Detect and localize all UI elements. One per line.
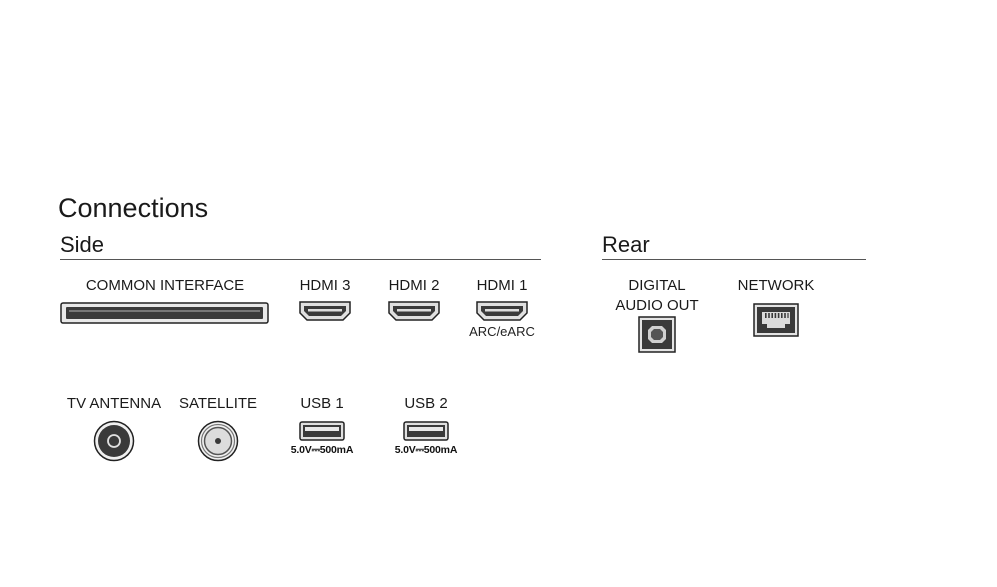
digital-audio-out-port: DIGITAL AUDIO OUT [604, 276, 710, 353]
usb2-power-spec: 5.0V⎓500mA [394, 444, 458, 456]
digital-audio-label-line2: AUDIO OUT [615, 297, 699, 314]
satellite-port: SATELLITE [172, 394, 264, 462]
side-divider [60, 259, 541, 260]
usb-port-icon [403, 421, 449, 441]
f-connector-icon [197, 420, 239, 462]
tv-antenna-label: TV ANTENNA [66, 395, 162, 412]
tv-antenna-port: TV ANTENNA [58, 394, 170, 462]
hdmi-port-icon [298, 300, 352, 322]
common-interface-label: COMMON INTERFACE [85, 277, 245, 294]
common-interface-port: COMMON INTERFACE [60, 276, 270, 324]
network-label: NETWORK [737, 277, 815, 294]
hdmi1-arc-label: ARC/eARC [469, 324, 535, 339]
hdmi1-port: HDMI 1 ARC/eARC [462, 276, 542, 339]
usb1-port: USB 1 5.0V⎓500mA [280, 394, 364, 457]
usb1-label: USB 1 [300, 395, 344, 412]
hdmi2-label: HDMI 2 [388, 277, 440, 294]
rear-divider [602, 259, 866, 260]
coax-antenna-icon [93, 420, 135, 462]
hdmi3-label: HDMI 3 [299, 277, 351, 294]
usb2-port: USB 2 5.0V⎓500mA [384, 394, 468, 457]
ethernet-port-icon [753, 303, 799, 337]
digital-audio-label-line1: DIGITAL [628, 277, 686, 294]
satellite-label: SATELLITE [178, 395, 258, 412]
hdmi2-port: HDMI 2 [381, 276, 447, 322]
optical-port-icon [638, 316, 676, 353]
usb1-power-spec: 5.0V⎓500mA [290, 444, 354, 456]
hdmi1-label: HDMI 1 [476, 277, 528, 294]
hdmi-port-icon [475, 300, 529, 322]
network-port: NETWORK [728, 276, 824, 337]
ci-slot-icon [60, 302, 270, 324]
side-heading: Side [60, 232, 105, 257]
hdmi-port-icon [387, 300, 441, 322]
hdmi3-port: HDMI 3 [292, 276, 358, 322]
page-title: Connections [58, 193, 209, 223]
usb-port-icon [299, 421, 345, 441]
usb2-label: USB 2 [404, 395, 448, 412]
rear-heading: Rear [602, 232, 650, 257]
